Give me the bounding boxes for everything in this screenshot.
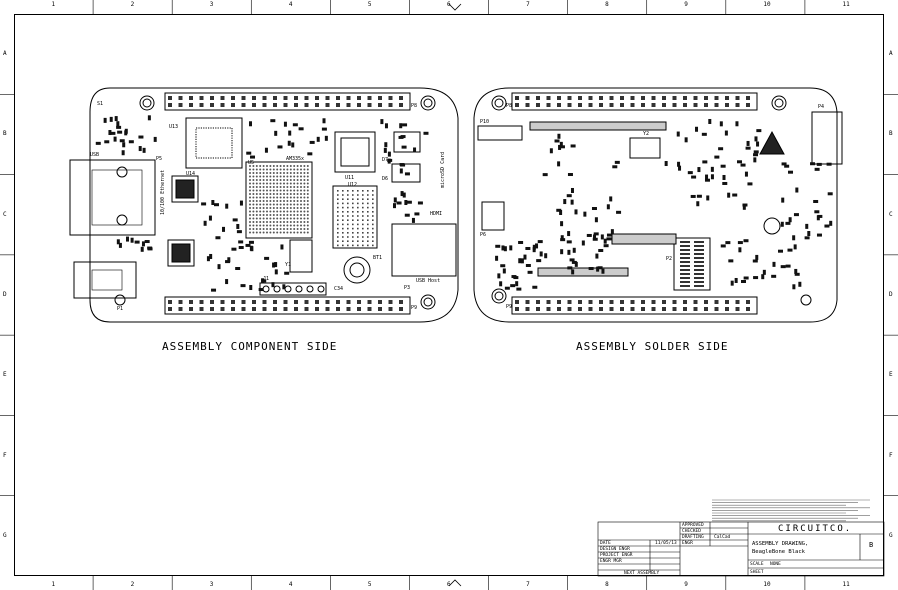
label-usb-host: USB Host xyxy=(416,278,441,284)
zone-row-left-E: E xyxy=(3,371,7,379)
label-s1: S1 xyxy=(97,101,104,107)
label-am335x: AM335x xyxy=(286,156,305,162)
label-u5: U5 xyxy=(248,160,255,166)
tb-design-engr: DESIGN ENGR xyxy=(600,547,630,552)
zone-col-bottom-8: 8 xyxy=(605,581,609,588)
zone-col-bottom-6: 6 xyxy=(447,581,451,588)
label-j1: J1 xyxy=(263,276,270,282)
label-p9: P9 xyxy=(411,305,418,311)
zone-col-top-6: 6 xyxy=(447,1,451,8)
label-u11: U11 xyxy=(345,175,355,181)
zone-col-bottom-7: 7 xyxy=(526,581,530,588)
tb-next-assembly: NEXT ASSEMBLY xyxy=(624,571,660,576)
zone-col-bottom-9: 9 xyxy=(684,581,688,588)
tb-engr-mgr: ENGR MGR xyxy=(600,559,622,564)
label-p2: P2 xyxy=(666,256,673,262)
zone-col-bottom-3: 3 xyxy=(209,581,214,588)
zone-row-right-F: F xyxy=(889,451,893,459)
label-d7: D7 xyxy=(382,157,389,163)
label-bt1: BT1 xyxy=(373,255,383,261)
label-microsd: microSD Card xyxy=(440,151,446,188)
label-y1: Y1 xyxy=(285,262,292,268)
label-p5: P5 xyxy=(156,156,163,162)
drawing-frame xyxy=(14,14,884,576)
solder-side-board xyxy=(473,87,843,323)
zone-col-bottom-11: 11 xyxy=(842,581,850,588)
label-p8: P8 xyxy=(411,103,418,109)
zone-col-bottom-4: 4 xyxy=(288,581,293,588)
zone-row-right-A: A xyxy=(889,50,893,58)
label-u12: U12 xyxy=(348,182,358,188)
label-y2: Y2 xyxy=(643,131,650,137)
zone-col-top-8: 8 xyxy=(605,1,609,8)
tb-date-value: 11/05/13 xyxy=(655,541,677,546)
label-p8-solder: P8 xyxy=(506,103,513,109)
component-side-board xyxy=(69,87,459,323)
label-d6: D6 xyxy=(382,176,389,182)
zone-col-top-9: 9 xyxy=(684,1,688,8)
zone-row-right-E: E xyxy=(889,371,893,379)
zone-row-right-G: G xyxy=(889,531,893,539)
caption-solder-side: ASSEMBLY SOLDER SIDE xyxy=(576,340,729,353)
zone-col-top-3: 3 xyxy=(209,1,214,8)
zone-col-top-2: 2 xyxy=(130,1,135,8)
zone-col-bottom-2: 2 xyxy=(130,581,135,588)
caption-component-side: ASSEMBLY COMPONENT SIDE xyxy=(162,340,338,353)
zone-row-right-B: B xyxy=(889,130,893,138)
label-ethernet: 10/100 Ethernet xyxy=(160,169,166,215)
tb-checked: CHECKED xyxy=(682,529,701,534)
zone-row-left-G: G xyxy=(3,531,7,539)
zone-row-left-D: D xyxy=(3,291,7,298)
zone-row-right-C: C xyxy=(889,210,893,218)
zone-row-right-D: D xyxy=(889,291,893,298)
zone-row-left-F: F xyxy=(3,451,7,459)
label-hdmi: HDMI xyxy=(430,211,443,217)
zone-col-top-1: 1 xyxy=(51,1,56,8)
zone-col-top-4: 4 xyxy=(288,1,293,8)
tb-date: DATE xyxy=(600,541,611,546)
zone-row-left-C: C xyxy=(3,210,7,218)
label-p3: P3 xyxy=(404,285,411,291)
tb-rev-letter: B xyxy=(869,541,874,549)
zone-row-left-B: B xyxy=(3,130,7,138)
zone-col-top-7: 7 xyxy=(526,1,530,8)
zone-row-left-A: A xyxy=(3,50,7,58)
label-p4: P4 xyxy=(818,104,825,110)
zone-col-bottom-5: 5 xyxy=(367,581,372,588)
label-p6: P6 xyxy=(480,232,487,238)
label-p10: P10 xyxy=(480,119,490,125)
zone-col-top-10: 10 xyxy=(763,1,771,8)
label-u13: U13 xyxy=(169,124,179,130)
tb-title-line2: BeagleBone Black xyxy=(752,549,805,555)
tb-approved: APPROVED xyxy=(682,523,704,528)
label-usb: USB xyxy=(90,152,100,158)
zone-col-top-5: 5 xyxy=(367,1,372,8)
tb-sheet: SHEET xyxy=(750,570,764,575)
label-p1: P1 xyxy=(117,306,124,312)
tb-company: CIRCUITCO. xyxy=(778,524,853,534)
zone-col-bottom-1: 1 xyxy=(51,581,56,588)
zone-col-top-11: 11 xyxy=(842,1,850,8)
zone-col-bottom-10: 10 xyxy=(763,581,771,588)
label-p9-solder: P9 xyxy=(506,304,513,310)
tb-title-line1: ASSEMBLY DRAWING, xyxy=(752,541,809,547)
label-c34: C34 xyxy=(334,286,344,292)
tb-engr: ENGR xyxy=(682,541,693,546)
tb-project-engr: PROJECT ENGR xyxy=(600,553,633,558)
tb-scale: SCALE xyxy=(750,562,764,567)
tb-scale-value: NONE xyxy=(770,562,781,567)
label-u14: U14 xyxy=(186,171,196,177)
tb-drafting: DRAFTING xyxy=(682,535,704,540)
tb-drafting-value: CalCad xyxy=(714,535,731,540)
